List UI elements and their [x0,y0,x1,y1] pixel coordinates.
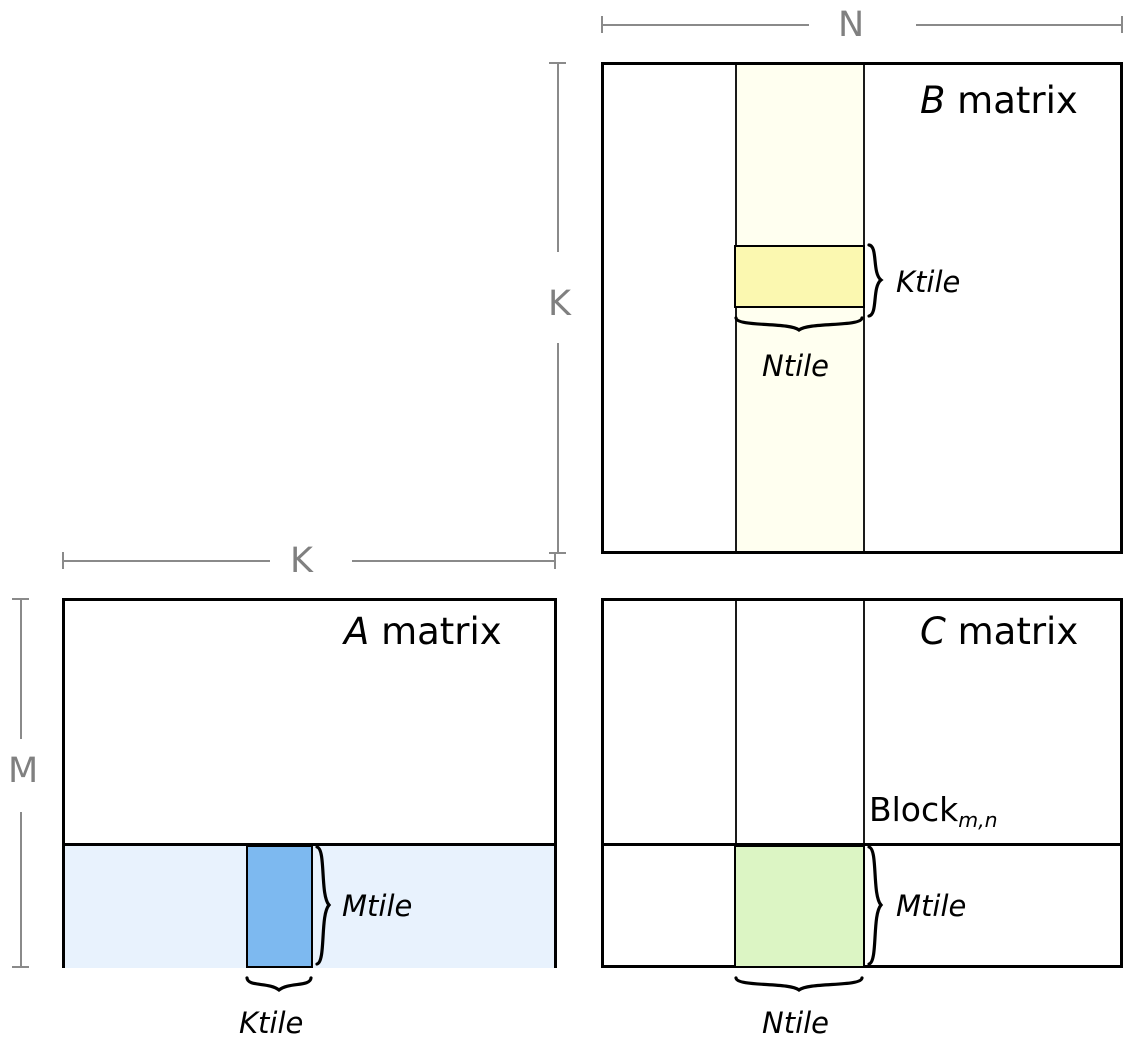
c-matrix-symbol: C [920,610,946,653]
b-matrix-word: matrix [957,79,1078,122]
b-matrix-column-divider-right [863,65,865,551]
dimension-label-n: N [838,5,865,45]
dimension-label-k-horizontal: K [290,541,313,581]
a-matrix-mtile-brace [314,845,340,967]
c-matrix-mtile-label: Mtile [896,889,967,923]
c-matrix-box [601,598,1123,968]
block-label-text: Block [869,790,959,829]
b-matrix-box [601,62,1123,554]
dimension-line-bottom [557,343,559,554]
dimension-cap-bottom [549,552,566,554]
b-matrix-title: B matrix [920,82,1078,119]
b-matrix-ktile-brace [866,243,892,319]
b-matrix-column-divider-left [735,65,737,551]
dimension-line-top [557,62,559,252]
dimension-line-right [916,24,1123,26]
a-matrix-row-divider [65,843,554,846]
a-matrix-ktile-brace [245,976,313,1000]
c-matrix-ntile-brace [734,976,864,1000]
b-matrix-ntile-brace [734,316,864,340]
b-matrix-symbol: B [920,79,946,122]
dimension-line-left [601,24,809,26]
dimension-cap-bottom [12,966,29,968]
c-matrix-column-divider-left [735,601,737,845]
c-matrix-title: C matrix [920,613,1078,650]
c-matrix-mtile-brace [866,845,892,967]
c-matrix-block-tile [734,845,865,968]
a-matrix-symbol: A [344,610,370,653]
a-matrix-word: matrix [381,610,502,653]
c-matrix-column-divider-right [863,601,865,845]
c-matrix-block-label: Blockm,n [869,790,998,830]
dimension-cap-right [1121,16,1123,33]
dimension-label-m: M [8,751,39,791]
dimension-line-left [62,560,270,562]
dimension-line-right [352,560,556,562]
a-matrix-ktile-tile [246,845,313,968]
b-matrix-ktile-tile [734,245,865,308]
b-matrix-ktile-label: Ktile [896,265,961,299]
dimension-cap-right [554,552,556,569]
b-matrix-ntile-label: Ntile [762,349,830,383]
b-matrix-ntile-column-fill [735,65,864,551]
dimension-label-k-vertical: K [548,284,571,324]
a-matrix-mtile-label: Mtile [342,889,413,923]
c-matrix-word: matrix [957,610,1079,653]
dimension-line-top [20,598,22,739]
a-matrix-ktile-label: Ktile [239,1006,304,1040]
dimension-line-bottom [20,812,22,968]
a-matrix-box [62,598,557,968]
block-label-subscript: m,n [958,807,998,832]
a-matrix-title: A matrix [344,613,502,650]
c-matrix-ntile-label: Ntile [762,1006,830,1040]
c-matrix-row-divider [604,843,1120,846]
